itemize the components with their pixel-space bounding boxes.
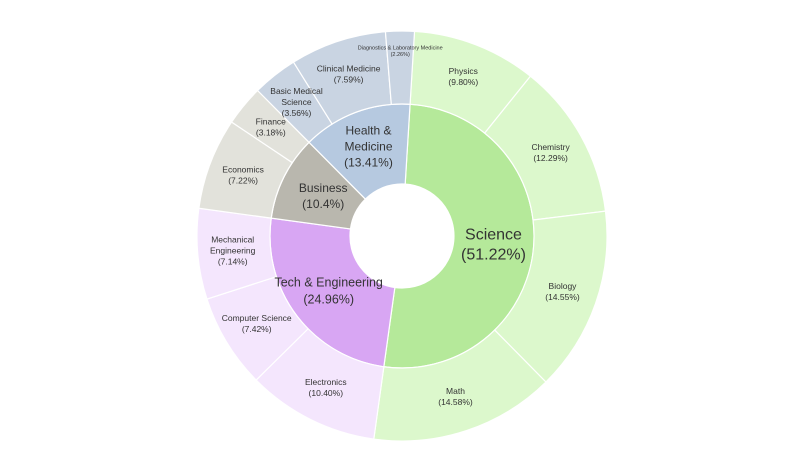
inner-label-health-and-medicine-line: Health &	[345, 123, 391, 137]
inner-label-science-line: Science	[465, 226, 522, 243]
outer-label-economics-line: (7.22%)	[228, 175, 258, 185]
outer-label-biology-line: Biology	[549, 281, 578, 291]
outer-label-diagnostics-and-laboratory-medicine: Diagnostics & Laboratory Medicine(2.26%)	[358, 45, 443, 58]
inner-label-health-and-medicine-line: (13.41%)	[344, 155, 393, 169]
outer-label-chemistry-line: Chemistry	[531, 142, 570, 152]
inner-label-business-line: (10.4%)	[302, 197, 344, 211]
outer-label-biology: Biology(14.55%)	[545, 281, 580, 302]
label-layer: Physics(9.80%)Chemistry(12.29%)Biology(1…	[210, 45, 580, 407]
outer-label-computer-science-line: Computer Science	[222, 313, 292, 323]
outer-label-diagnostics-and-laboratory-medicine-line: Diagnostics & Laboratory Medicine	[358, 45, 443, 51]
outer-label-computer-science: Computer Science(7.42%)	[222, 313, 292, 334]
inner-label-science-line: (51.22%)	[461, 246, 526, 263]
outer-label-electronics-line: Electronics	[305, 377, 347, 387]
outer-label-basic-medical-science-line: Science	[281, 97, 312, 107]
outer-label-physics-line: Physics	[449, 66, 478, 76]
outer-label-mechanical-engineering-line: Engineering	[210, 245, 256, 255]
outer-label-economics: Economics(7.22%)	[222, 164, 264, 185]
inner-label-business: Business (10.4%)	[299, 181, 348, 211]
inner-label-science: Science (51.22%)	[461, 226, 526, 263]
outer-label-mechanical-engineering-line: Mechanical	[211, 234, 254, 244]
outer-label-basic-medical-science-line: (3.56%)	[282, 108, 312, 118]
outer-label-clinical-medicine-line: (7.59%)	[334, 74, 364, 84]
outer-label-finance: Finance(3.18%)	[256, 117, 287, 138]
outer-label-diagnostics-and-laboratory-medicine-line: (2.26%)	[391, 52, 410, 58]
center-hole	[350, 184, 454, 288]
outer-label-finance-line: Finance	[256, 117, 287, 127]
outer-label-math-line: (14.58%)	[438, 397, 473, 407]
inner-label-health-and-medicine-line: Medicine	[344, 139, 392, 153]
outer-label-chemistry-line: (12.29%)	[533, 153, 568, 163]
outer-label-chemistry: Chemistry(12.29%)	[531, 142, 570, 163]
outer-label-biology-line: (14.55%)	[545, 292, 580, 302]
outer-label-finance-line: (3.18%)	[256, 128, 286, 138]
slice-layer	[196, 30, 608, 442]
inner-label-health-and-medicine: Health & Medicine (13.41%)	[344, 123, 393, 169]
outer-label-math: Math(14.58%)	[438, 386, 473, 407]
outer-label-clinical-medicine-line: Clinical Medicine	[317, 63, 381, 73]
inner-label-tech-and-engineering-line: (24.96%)	[303, 292, 354, 306]
outer-label-mechanical-engineering-line: (7.14%)	[218, 256, 248, 266]
outer-label-math-line: Math	[446, 386, 465, 396]
outer-label-physics: Physics(9.80%)	[448, 66, 478, 87]
inner-label-tech-and-engineering: Tech & Engineering (24.96%)	[274, 275, 382, 306]
outer-label-economics-line: Economics	[222, 164, 264, 174]
inner-label-tech-and-engineering-line: Tech & Engineering	[274, 275, 382, 289]
outer-label-basic-medical-science-line: Basic Medical	[270, 86, 323, 96]
outer-label-physics-line: (9.80%)	[448, 77, 478, 87]
outer-label-computer-science-line: (7.42%)	[242, 324, 272, 334]
inner-label-business-line: Business	[299, 181, 348, 195]
outer-slice-diagnostics-and-laboratory-medicine[interactable]	[384, 30, 416, 106]
outer-label-clinical-medicine: Clinical Medicine(7.59%)	[317, 63, 381, 84]
outer-label-electronics: Electronics(10.40%)	[305, 377, 347, 398]
outer-label-electronics-line: (10.40%)	[309, 388, 344, 398]
